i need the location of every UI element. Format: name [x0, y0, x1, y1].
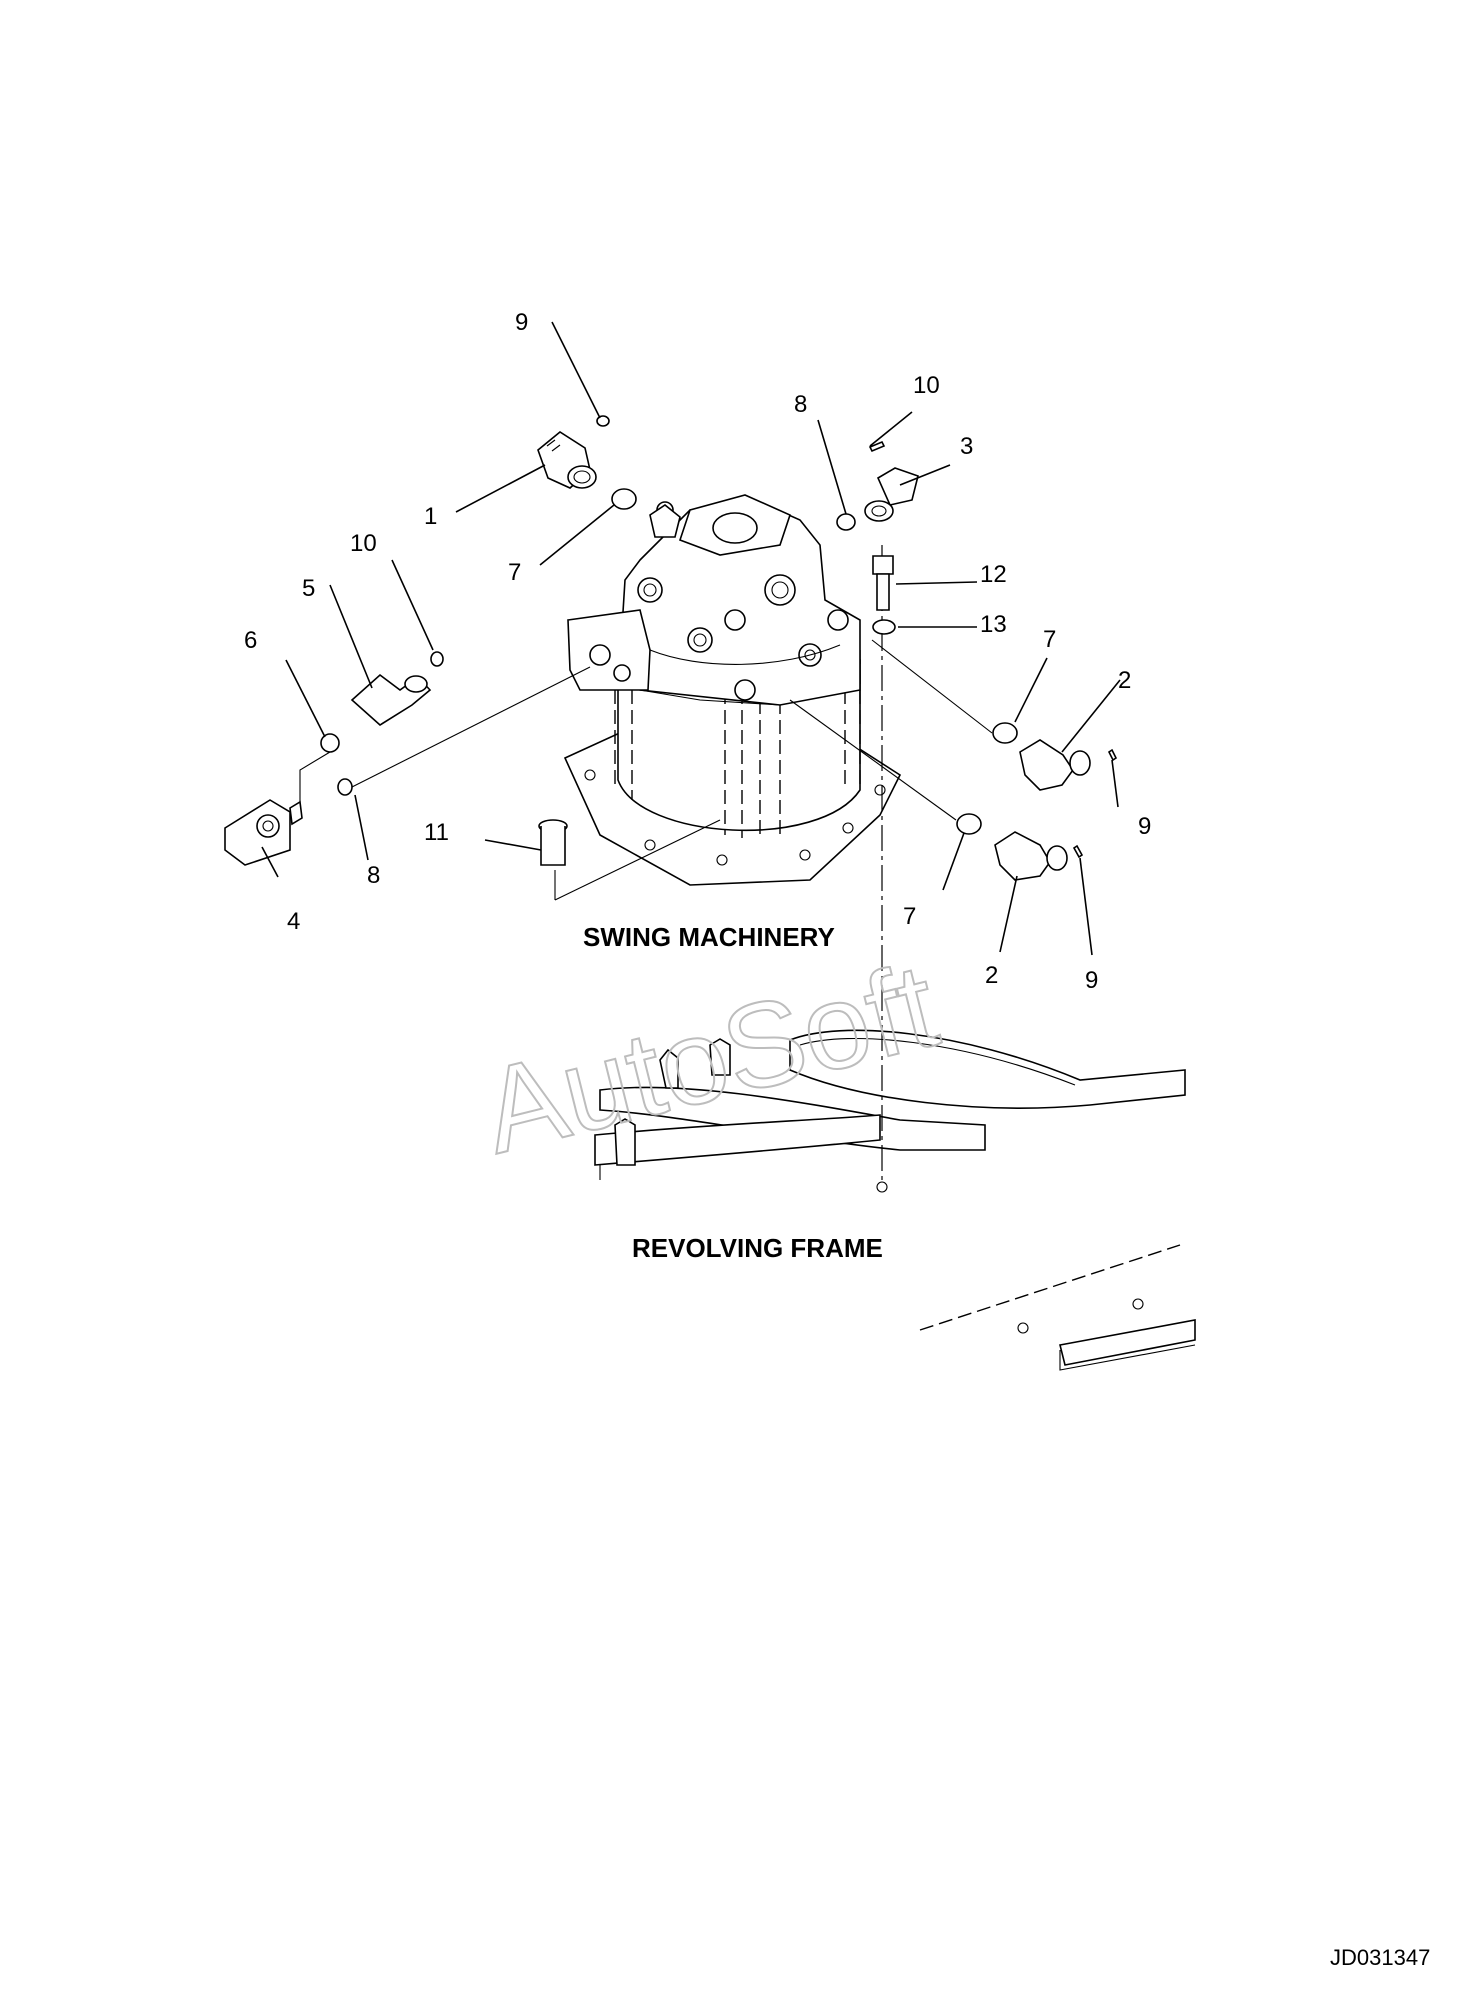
part-4-block-fitting	[224, 799, 303, 866]
callout-label: 2	[985, 962, 998, 989]
part-8-o-ring-top	[836, 513, 856, 531]
callout-label: 12	[980, 561, 1007, 588]
part-6-o-ring	[320, 733, 340, 753]
callout-label: 6	[244, 627, 257, 654]
revolving-frame-drawing	[594, 1029, 1196, 1371]
callout-label: 5	[302, 575, 315, 602]
part-9-o-ring-right-lower	[1072, 844, 1084, 859]
part-12-bolt	[872, 555, 894, 611]
callout-label: 7	[903, 903, 916, 930]
part-3-fitting	[864, 467, 919, 522]
callout-label: 8	[367, 862, 380, 889]
revolving-frame-label: REVOLVING FRAME	[632, 1233, 883, 1263]
swing-machinery-drawing	[563, 494, 902, 886]
part-2-elbow-lower	[994, 831, 1068, 881]
callout-numbers: 9 1 7 8 10 3 12 13 10 5 6 7 2 9 11 8 4 7…	[244, 309, 1151, 994]
callout-label: 8	[794, 391, 807, 418]
callout-label: 9	[1085, 967, 1098, 994]
part-1-elbow-fitting	[537, 431, 597, 489]
callout-label: 7	[1043, 626, 1056, 653]
part-7-o-ring-lower	[956, 813, 982, 835]
part-9-o-ring-right-upper	[1107, 748, 1118, 762]
callout-label: 13	[980, 611, 1007, 638]
part-13-washer	[872, 619, 896, 635]
swing-machinery-label: SWING MACHINERY	[583, 922, 835, 952]
part-2-elbow-upper	[1019, 739, 1091, 791]
callout-label: 9	[1138, 813, 1151, 840]
callout-label: 1	[424, 503, 437, 530]
callout-label: 4	[287, 908, 300, 935]
callout-label: 10	[350, 530, 377, 557]
callout-label: 10	[913, 372, 940, 399]
leader-lines	[261, 321, 1121, 956]
part-8-o-ring-left	[337, 778, 353, 796]
callout-label: 7	[508, 559, 521, 586]
callout-label: 11	[424, 819, 449, 846]
part-10-o-ring-top	[868, 440, 886, 453]
callout-label: 2	[1118, 667, 1131, 694]
part-9-o-ring-top	[596, 415, 610, 427]
callout-label: 9	[515, 309, 528, 336]
part-11-pin	[538, 819, 568, 866]
part-7-o-ring-right	[992, 722, 1018, 744]
document-id: JD031347	[1330, 1945, 1430, 1970]
callout-label: 3	[960, 433, 973, 460]
part-10-o-ring-left	[430, 651, 444, 667]
part-7-o-ring-left	[611, 488, 637, 510]
part-5-fitting	[350, 673, 432, 726]
